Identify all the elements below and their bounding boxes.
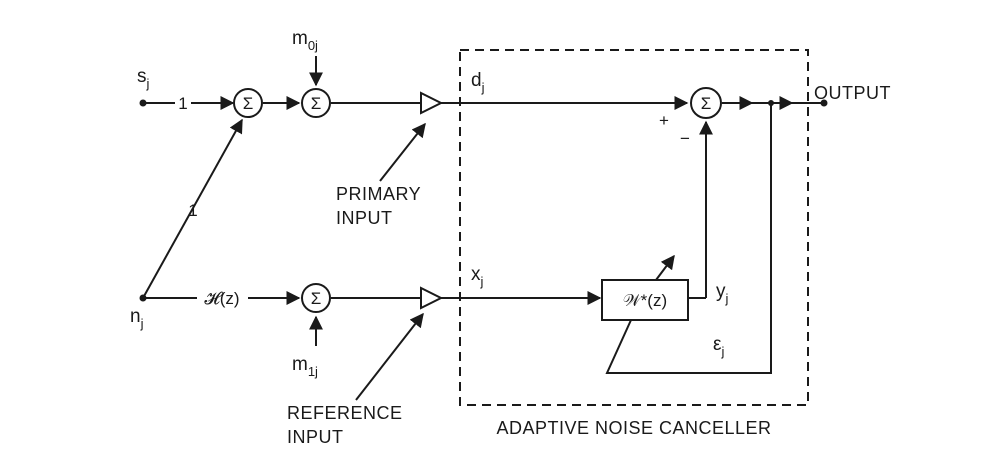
reference-input-pointer (355, 312, 424, 401)
reference-input-amplifier (420, 286, 444, 310)
signal-n-label: nj (130, 306, 144, 331)
noise-path-label: 𝓗(z) (204, 289, 239, 308)
summer-2-symbol: Σ (311, 94, 322, 113)
signal-s-label: sj (137, 66, 150, 91)
reference-input-label-2: INPUT (287, 427, 344, 447)
primary-input-label-2: INPUT (336, 208, 393, 228)
filter-label: 𝒲*(z) (623, 291, 667, 310)
signal-y-label: yj (716, 281, 729, 306)
signal-m0-label: m0j (292, 28, 318, 53)
adaptation-arrow (655, 254, 675, 281)
primary-input-label-1: PRIMARY (336, 184, 421, 204)
summer-1: Σ (233, 88, 263, 118)
cross-coupling-line (142, 118, 243, 299)
canceller-caption: ADAPTIVE NOISE CANCELLER (496, 418, 771, 438)
adaptive-filter-box (601, 279, 689, 321)
error-feedback-line (605, 103, 772, 374)
output-label: OUTPUT (814, 83, 891, 103)
minus-sign: − (680, 129, 690, 148)
output-summer-symbol: Σ (701, 94, 712, 113)
signal-gain-label: 1 (178, 94, 187, 113)
signal-m1-label: m1j (292, 354, 318, 379)
signal-d-label: dj (471, 70, 485, 95)
signal-e-label: εj (713, 334, 724, 359)
primary-input-amplifier (420, 91, 444, 115)
signal-x-label: xj (471, 264, 484, 289)
summer-2: Σ (301, 88, 331, 118)
canceller-boundary (459, 49, 809, 406)
cross-gain-label: 1 (188, 201, 197, 220)
summer-3: Σ (301, 283, 331, 313)
output-node (820, 99, 828, 107)
summer-1-symbol: Σ (243, 94, 254, 113)
plus-sign: + (659, 111, 669, 130)
primary-input-pointer (379, 122, 426, 182)
output-summer: Σ (690, 87, 722, 119)
reference-input-label-1: REFERENCE (287, 403, 403, 423)
summer-3-symbol: Σ (311, 289, 322, 308)
